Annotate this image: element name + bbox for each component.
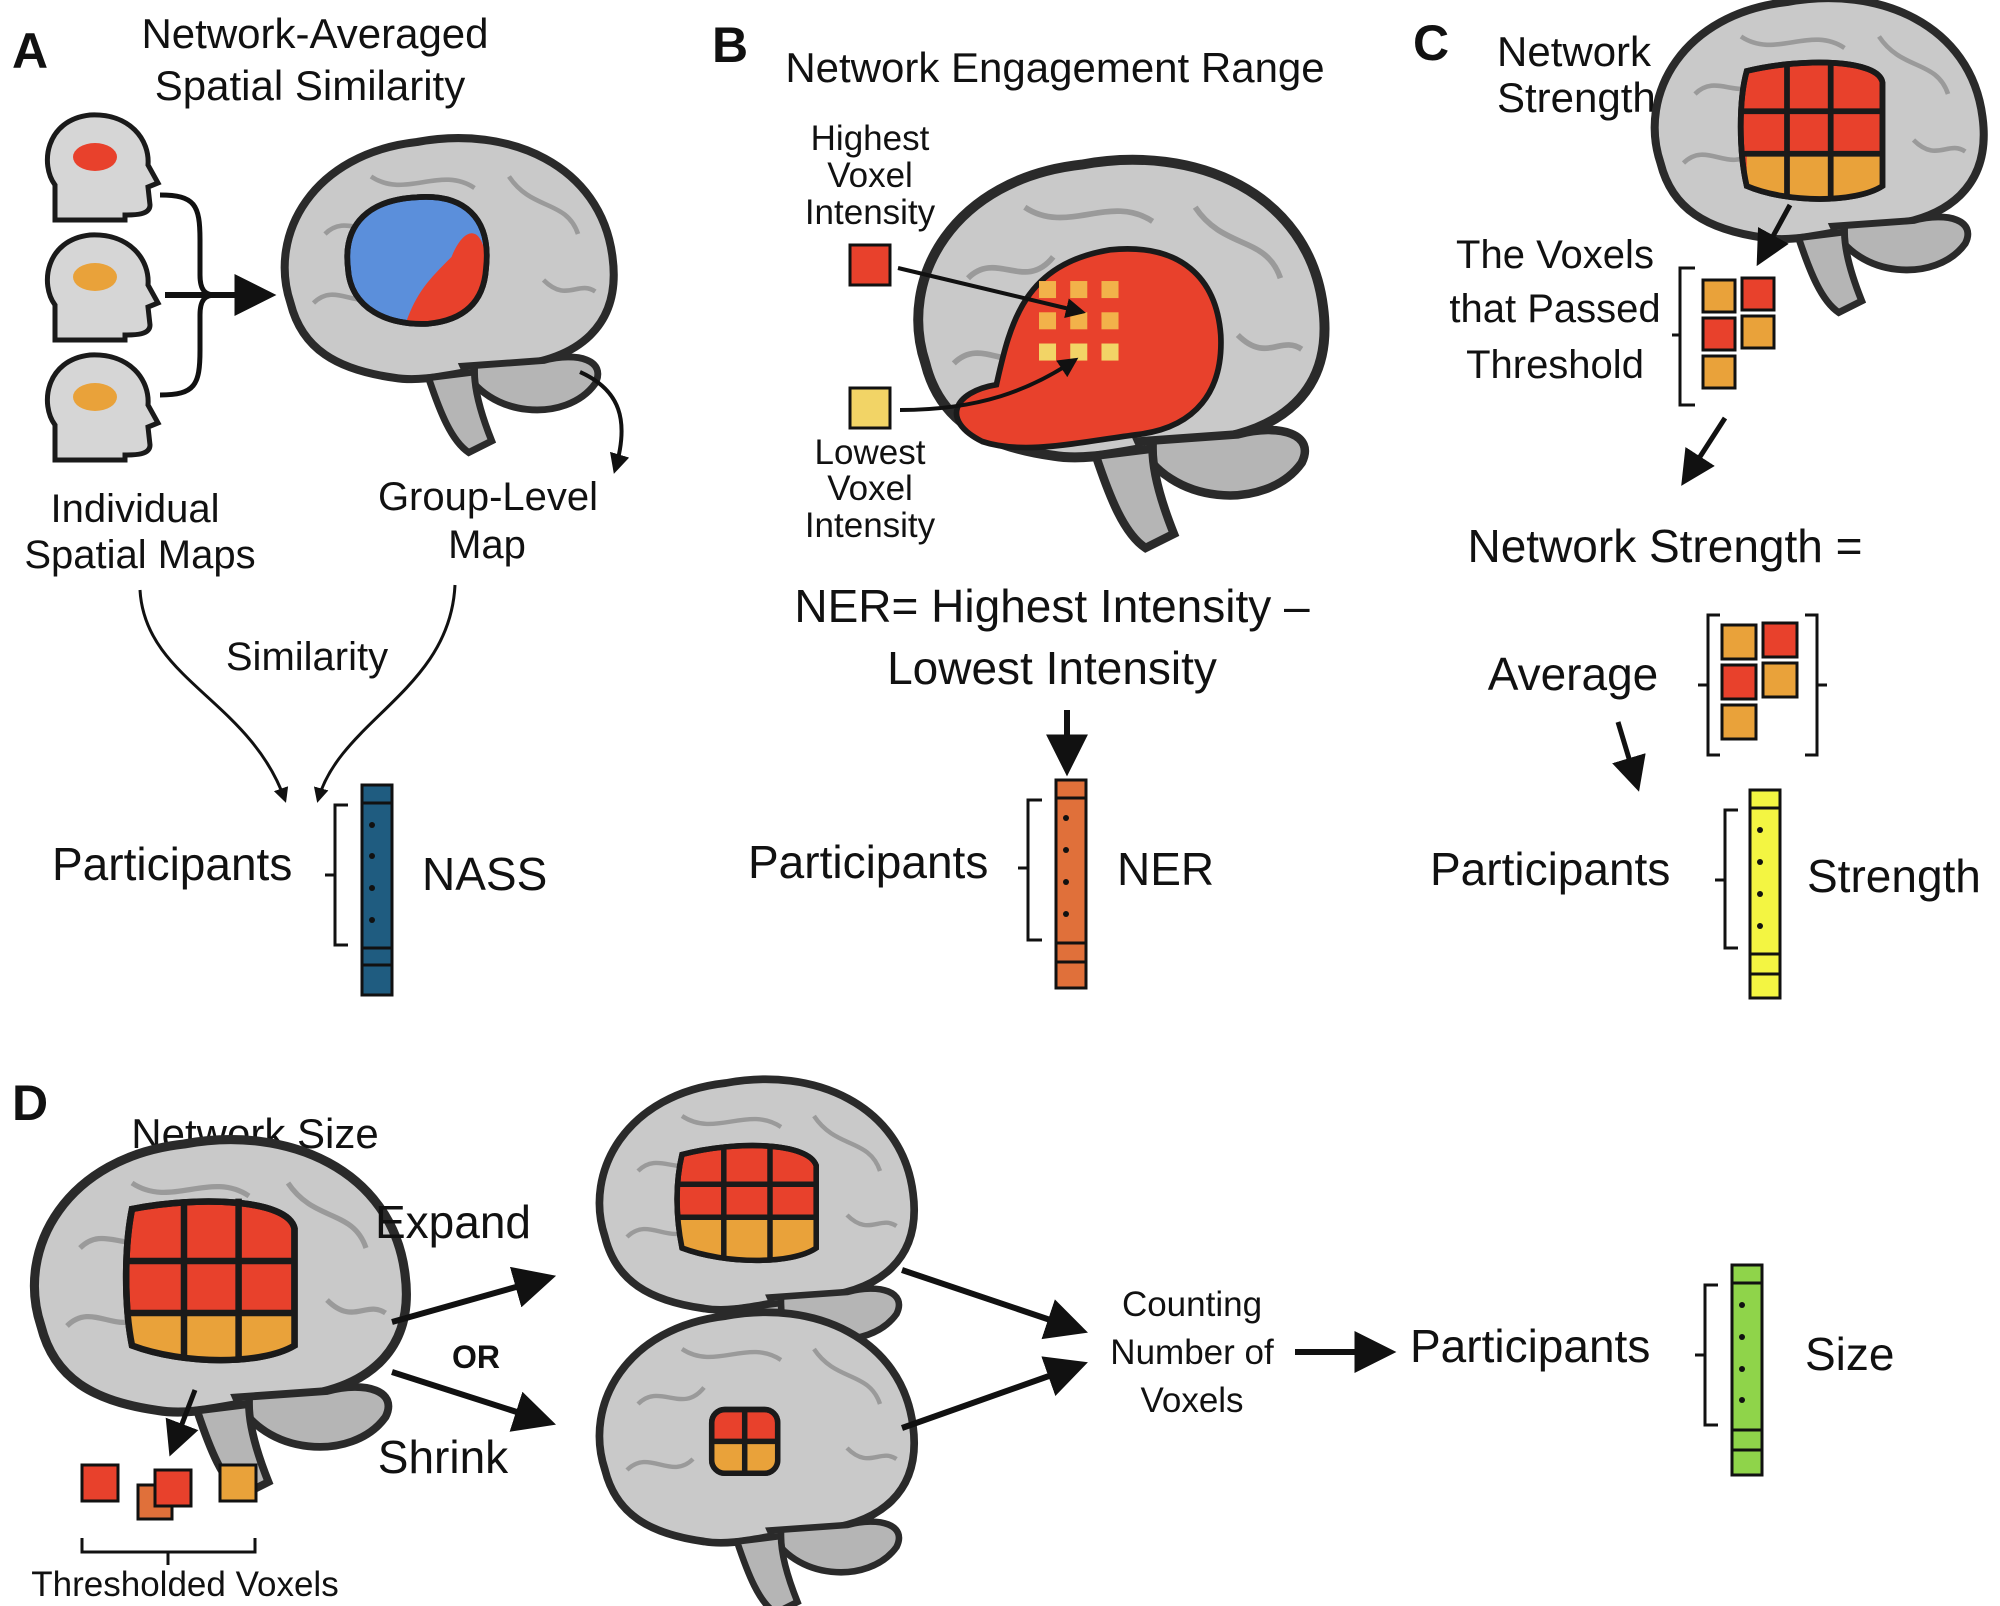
panel-d-participants: Participants — [1410, 1320, 1650, 1372]
counting-line3: Voxels — [1140, 1381, 1243, 1420]
panel-d-bracket — [1695, 1283, 1718, 1427]
counting-line2: Number of — [1110, 1333, 1274, 1372]
thresholded-label: Thresholded Voxels — [31, 1565, 338, 1604]
lowest-line1: Lowest — [815, 433, 926, 472]
panel-c-title-line1: Network — [1497, 28, 1652, 75]
strength-bar — [1748, 788, 1782, 1000]
group-brain-icon — [285, 138, 614, 452]
expand-label: Expand — [375, 1196, 531, 1248]
panel-b-title: Network Engagement Range — [785, 44, 1324, 91]
panel-a-title-line1: Network-Averaged — [141, 10, 488, 57]
voxels-down-arrow — [1681, 416, 1728, 486]
size-label: Size — [1805, 1328, 1894, 1380]
nass-label: NASS — [422, 848, 547, 900]
ner-label: NER — [1117, 843, 1214, 895]
panel-c-title-line2: Strength — [1497, 74, 1656, 121]
counting-line1: Counting — [1122, 1285, 1262, 1324]
lowest-line3: Intensity — [805, 506, 936, 545]
highest-line1: Highest — [811, 119, 930, 158]
nass-bar — [360, 783, 394, 997]
head-icon-1 — [47, 115, 158, 220]
panel-b-participants: Participants — [748, 836, 988, 888]
lowest-line2: Voxel — [827, 469, 913, 508]
panel-b-letter: B — [712, 17, 748, 73]
individual-maps-line1: Individual — [50, 487, 219, 531]
panel-a-participants: Participants — [52, 838, 292, 890]
lowest-arrow — [899, 357, 1079, 412]
average-bracket-right — [1805, 613, 1827, 757]
panel-b-bracket — [1018, 798, 1042, 942]
head-icon-3 — [47, 355, 158, 460]
similarity-right-curve — [313, 584, 457, 803]
average-down-arrow — [1612, 721, 1646, 792]
passed-voxels-cluster — [1701, 276, 1776, 390]
thresholded-voxels-cluster — [80, 1463, 258, 1521]
voxels-passed-line2: that Passed — [1449, 287, 1660, 331]
ner-formula-line1: NER= Highest Intensity – — [794, 580, 1310, 632]
shrunk-brain-icon — [599, 1312, 914, 1606]
strength-brain-icon — [1655, 0, 1984, 313]
highest-line3: Intensity — [805, 193, 936, 232]
highest-line2: Voxel — [827, 156, 913, 195]
panel-c-letter: C — [1413, 15, 1449, 71]
ner-bar — [1054, 778, 1088, 990]
panel-d: D Network Size Thresholded Voxels Expand… — [12, 1075, 1894, 1606]
ner-brain-icon — [918, 160, 1324, 548]
average-bracket-left — [1698, 613, 1720, 757]
individual-maps-line2: Spatial Maps — [24, 533, 255, 577]
panel-b: B Network Engagement Range Highest Voxel… — [712, 17, 1325, 990]
or-label: OR — [452, 1339, 500, 1375]
expanded-to-count-arrow — [901, 1267, 1088, 1340]
average-label: Average — [1488, 648, 1659, 700]
size-brain-down-arrow — [165, 1389, 199, 1457]
similarity-label: Similarity — [226, 635, 388, 679]
voxels-passed-bracket — [1672, 266, 1695, 407]
shrunk-to-count-arrow — [900, 1356, 1088, 1431]
similarity-left-curve — [138, 589, 289, 803]
strength-brain-down-arrow — [1756, 203, 1793, 267]
voxels-passed-line3: Threshold — [1466, 343, 1644, 387]
panel-a: A Network-Averaged Spatial Similarity In… — [12, 10, 630, 997]
voxels-passed-line1: The Voxels — [1456, 233, 1654, 277]
highest-voxel-swatch — [848, 243, 892, 287]
group-map-line2: Map — [448, 523, 526, 567]
group-map-line1: Group-Level — [378, 475, 598, 519]
thresholded-bracket — [80, 1538, 257, 1565]
size-brain-icon — [34, 1140, 406, 1495]
lowest-voxel-swatch — [848, 386, 892, 430]
panel-a-bracket — [325, 803, 348, 947]
shrink-label: Shrink — [378, 1431, 509, 1483]
panel-c-participants: Participants — [1430, 843, 1670, 895]
shrink-arrow — [391, 1369, 556, 1432]
strength-formula: Network Strength = — [1467, 520, 1862, 572]
panel-d-letter: D — [12, 1075, 48, 1131]
panel-c-bracket — [1715, 808, 1738, 950]
expanded-brain-icon — [599, 1079, 914, 1380]
ner-formula-line2: Lowest Intensity — [887, 642, 1217, 694]
panel-a-letter: A — [12, 23, 48, 79]
size-bar — [1730, 1263, 1764, 1477]
highest-arrow — [897, 266, 1086, 319]
panel-a-title-line2: Spatial Similarity — [155, 62, 465, 109]
average-voxels-cluster — [1720, 621, 1799, 741]
group-brain-curve-arrow — [579, 370, 630, 474]
expand-arrow — [391, 1266, 557, 1325]
head-icon-2 — [47, 235, 158, 340]
strength-label: Strength — [1807, 850, 1981, 902]
panel-c: C Network Strength The Voxels that Passe… — [1413, 0, 1984, 1000]
